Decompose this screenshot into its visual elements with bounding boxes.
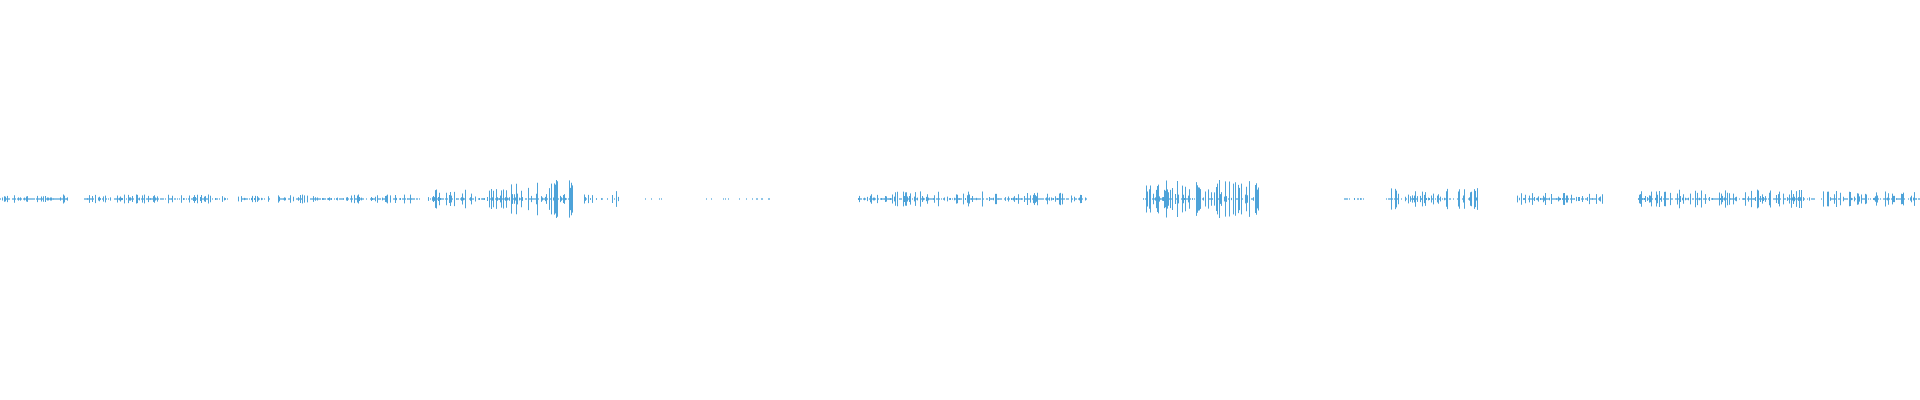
waveform-segment-4 <box>428 188 510 210</box>
waveform-segment-10 <box>881 191 1009 207</box>
waveform-segment-1 <box>84 194 228 204</box>
waveform-segment-5 <box>511 180 573 218</box>
waveform-segment-6 <box>584 191 619 207</box>
waveform-segment-17 <box>1821 191 1920 207</box>
waveform-segment-2 <box>238 195 270 203</box>
waveform-segment-14 <box>1386 188 1478 210</box>
waveform-segment-7 <box>645 198 662 200</box>
waveform-segment-8 <box>706 198 770 200</box>
waveform-segment-0 <box>0 194 68 204</box>
waveform-segment-11 <box>1008 192 1087 206</box>
waveform-segment-13 <box>1344 197 1364 201</box>
waveform-bars <box>0 180 1920 218</box>
waveform-segment-12 <box>1143 180 1259 218</box>
waveform-segment-16 <box>1638 189 1815 209</box>
waveform-segment-15 <box>1517 192 1603 206</box>
waveform-segment-3 <box>278 194 420 204</box>
